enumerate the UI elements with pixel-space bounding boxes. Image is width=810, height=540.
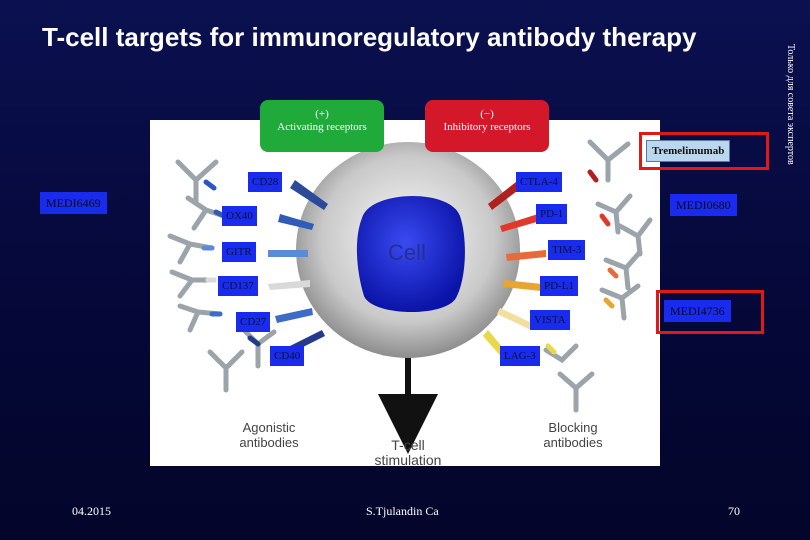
inhibitory-receptor-stalks [483,182,546,360]
inhibitory-sign: (−) [480,108,494,120]
caption-t-cell-stimulation: T-cell stimulation [360,438,456,468]
drug-medi4736: MEDI4736 [664,300,731,322]
highlight-box-medi4736 [656,290,764,334]
agonistic-antibodies [167,159,277,393]
activating-receptors-header: (+) Activating receptors [260,100,384,152]
caption-blocking-line2: antibodies [543,435,603,450]
receptor-label-cd27: CD27 [236,312,271,332]
drug-medi0680: MEDI0680 [670,194,737,216]
caption-agonistic-line1: Agonistic [242,420,296,435]
receptor-label-pdl1: PD-L1 [540,276,578,296]
receptor-label-lag3: LAG-3 [500,346,540,366]
caption-blocking-antibodies: Blocking antibodies [528,420,618,450]
receptor-label-pd1: PD-1 [536,204,568,224]
caption-stimulation-line2: stimulation [374,452,442,468]
diagram-svg [167,139,653,454]
highlight-box-tremelimumab [639,132,769,170]
blocking-antibody-tips [545,169,619,355]
receptor-label-tim3: TIM-3 [548,240,586,260]
cell-nucleus [356,195,465,313]
receptor-label-cd28: CD28 [248,172,283,192]
caption-stimulation-line1: T-cell [391,437,425,453]
activating-sign: (+) [315,108,329,120]
cell-label: Cell [388,240,426,265]
receptor-label-ctla4: CTLA-4 [516,172,562,192]
receptor-label-cd40: CD40 [270,346,305,366]
blocking-antibodies [543,139,653,413]
caption-agonistic-line2: antibodies [239,435,299,450]
caption-blocking-line1: Blocking [548,420,598,435]
drug-tremelimumab: Tremelimumab [646,140,731,162]
slide-title: T-cell targets for immunoregulatory anti… [42,22,697,52]
inhibitory-label: Inhibitory receptors [443,121,531,133]
drug-medi6469: MEDI6469 [40,192,107,214]
footer-author: S.Tjulandin Ca [366,504,439,518]
activating-label: Activating receptors [277,121,367,133]
receptor-label-ox40: OX40 [222,206,257,226]
footer-date: 04.2015 [72,504,111,518]
inhibitory-receptors-header: (−) Inhibitory receptors [425,100,549,152]
footer-page-number: 70 [728,504,740,518]
receptor-label-gitr: GITR [222,242,256,262]
caption-agonistic-antibodies: Agonistic antibodies [224,420,314,450]
receptor-label-vista: VISTA [530,310,570,330]
receptor-label-cd137: CD137 [218,276,258,296]
side-vertical-text: Только для совета экспертов [785,44,796,165]
